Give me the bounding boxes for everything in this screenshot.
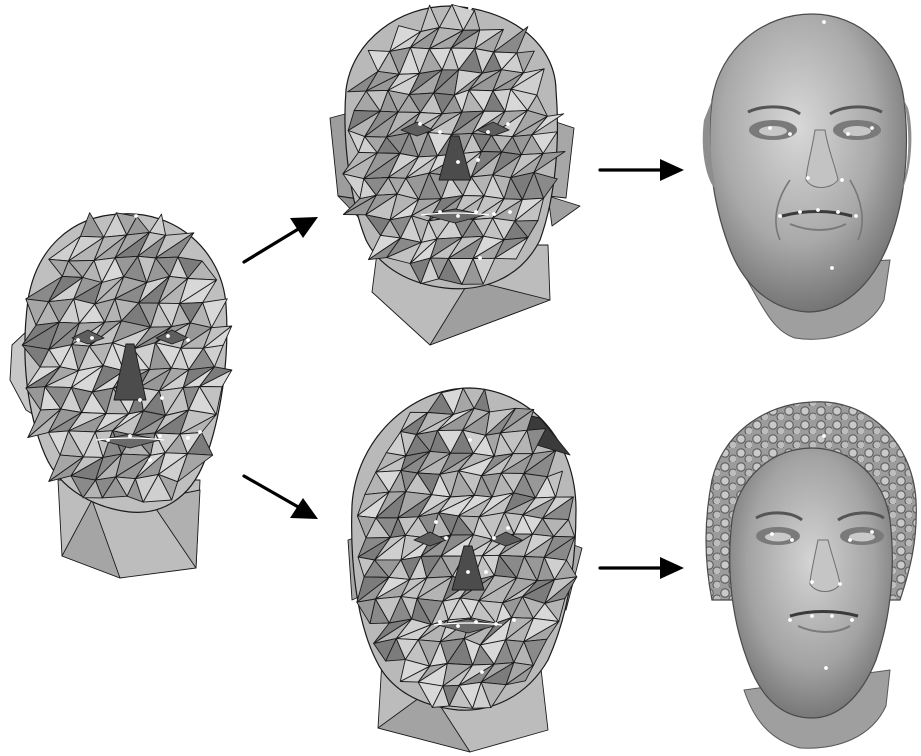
landmark-point [768,126,772,130]
landmark-point [494,622,498,626]
landmark-point [158,434,162,438]
landmark-point [830,266,834,270]
landmark-point [438,620,442,624]
source-mesh-head [10,213,232,578]
landmark-point [798,210,802,214]
landmark-point [468,6,472,10]
landmark-point [806,176,810,180]
landmark-point [474,620,478,624]
landmark-point [456,624,460,628]
landmark-point [186,436,190,440]
landmark-point [810,580,814,584]
landmark-point [854,214,858,218]
landmark-point [90,336,94,340]
arrow-to-scan-top [600,159,684,181]
landmark-point [476,158,480,162]
arrow-to-scan-bottom [600,557,684,579]
landmark-point [788,618,792,622]
landmark-point [840,178,844,182]
landmark-point [508,210,512,214]
landmark-point [138,398,142,402]
landmark-point [822,434,826,438]
landmark-point [506,122,510,126]
landmark-point [438,210,442,214]
landmark-point [788,132,792,136]
landmark-point [870,530,874,534]
landmark-point [148,458,152,462]
landmark-point [492,536,496,540]
landmark-point [848,538,852,542]
landmark-point [456,160,460,164]
fitted-mesh-top-head [330,5,580,346]
landmark-point [816,208,820,212]
landmark-point [836,210,840,214]
landmark-point [134,214,138,218]
landmark-point [468,438,472,442]
landmark-point [76,338,80,342]
landmark-point [474,210,478,214]
landmark-point [444,536,448,540]
fitted-mesh-bottom-head [348,388,582,752]
landmark-point [870,126,874,130]
landmark-point [128,434,132,438]
landmark-point [106,438,110,442]
landmark-point [506,526,510,530]
landmark-point [838,582,842,586]
landmark-point [822,20,826,24]
landmark-point [198,430,202,434]
landmark-point [790,538,794,542]
landmark-point [830,614,834,618]
landmark-point [486,130,490,134]
landmark-point [484,570,488,574]
arrow-to-fitted-bottom [244,476,318,519]
landmark-point [438,130,442,134]
landmark-point [478,256,482,260]
landmark-point [778,214,782,218]
landmark-point [456,214,460,218]
landmark-point [512,618,516,622]
landmark-point [846,132,850,136]
arrow-to-fitted-top [244,217,318,262]
scan-bottom-head [706,402,916,748]
landmark-point [160,396,164,400]
landmark-point [480,670,484,674]
landmark-point [850,618,854,622]
landmark-point [824,666,828,670]
landmark-point [492,212,496,216]
landmark-point [466,570,470,574]
landmark-point [770,532,774,536]
landmark-point [810,614,814,618]
landmark-point [166,334,170,338]
scan-top-head [703,14,912,339]
landmark-point [186,338,190,342]
landmark-point [418,122,422,126]
landmark-point [434,520,438,524]
